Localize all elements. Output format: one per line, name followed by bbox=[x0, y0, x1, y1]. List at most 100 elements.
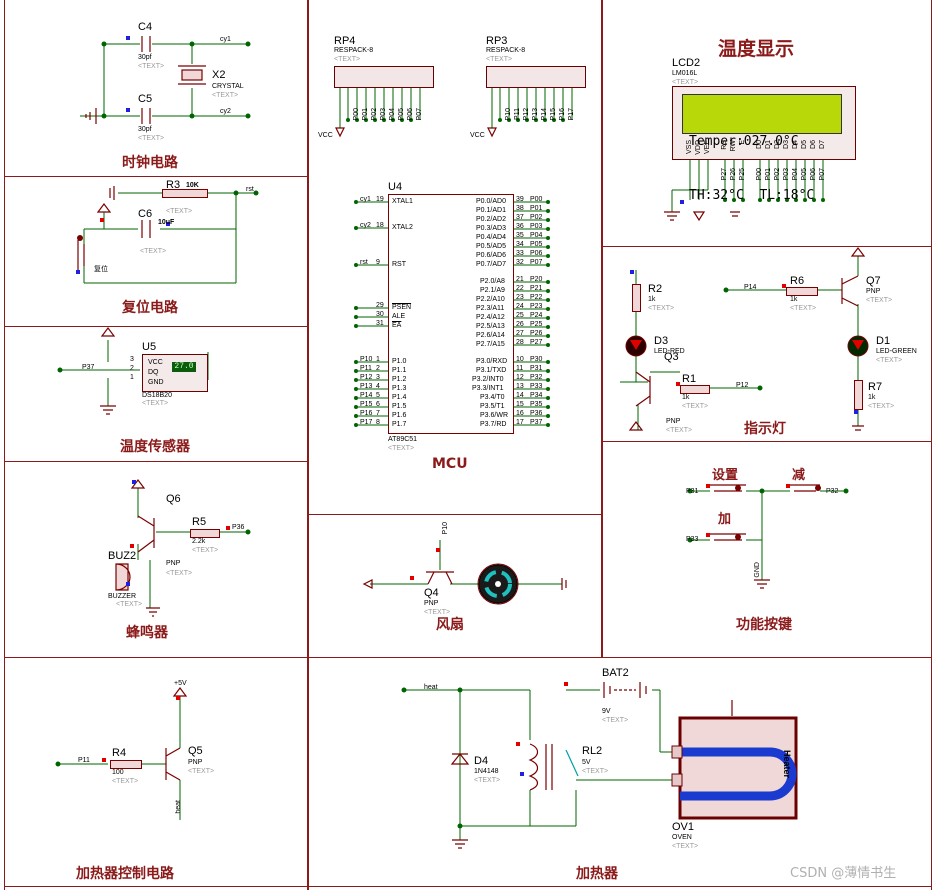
mcu-pin-name: P2.7/A15 bbox=[476, 341, 505, 348]
lcd-pin-net: P01 bbox=[765, 168, 772, 181]
mcu-pin-name: P3.4/T0 bbox=[480, 394, 505, 401]
mcu-pin-net: P27 bbox=[530, 339, 543, 346]
net-p11-heater: P11 bbox=[78, 757, 90, 764]
rp4-net-5: P05 bbox=[398, 108, 405, 121]
csdn-watermark: CSDN @薄情书生 bbox=[790, 866, 897, 881]
q7-type: PNP bbox=[866, 288, 881, 295]
title-heater-control: 加热器控制电路 bbox=[76, 866, 174, 882]
lcd-pin-name: RW bbox=[730, 140, 737, 152]
divider-border-bottom bbox=[4, 886, 932, 887]
lcd-pin-name: D6 bbox=[810, 140, 817, 149]
q6-text: <TEXT> bbox=[166, 570, 193, 577]
net-heat-in: heat bbox=[424, 684, 438, 691]
lcd-text: <TEXT> bbox=[672, 79, 699, 86]
mcu-pin-number: 17 bbox=[516, 419, 524, 426]
mcu-pin-number: 8 bbox=[376, 419, 380, 426]
r1-value: 1k bbox=[682, 394, 690, 401]
rp4-ref: RP4 bbox=[334, 35, 356, 47]
r6-value: 1k bbox=[790, 296, 798, 303]
mcu-pin-net: cy1 bbox=[360, 196, 371, 203]
rp3-vcc: VCC bbox=[470, 132, 485, 139]
mcu-pin-name: P0.3/AD3 bbox=[476, 225, 506, 232]
q5-type: PNP bbox=[188, 759, 203, 766]
u5-text: <TEXT> bbox=[142, 400, 169, 407]
c4-value: 30pf bbox=[138, 54, 152, 61]
x2-ref: X2 bbox=[212, 69, 226, 81]
c6-value: 10uF bbox=[158, 219, 175, 226]
mcu-pin-number: 31 bbox=[376, 320, 384, 327]
ds18b20-body bbox=[142, 354, 208, 392]
oven-heater-label: Heater bbox=[782, 750, 792, 779]
divider-left-vertical bbox=[307, 0, 309, 890]
title-heater: 加热器 bbox=[576, 866, 618, 882]
rp3-net-7: P17 bbox=[568, 108, 575, 121]
mcu-pin-net: P04 bbox=[530, 232, 543, 239]
rp4-body bbox=[334, 66, 434, 88]
lcd-pin-name: VSS bbox=[686, 140, 693, 155]
divider-right-vertical bbox=[601, 0, 603, 657]
net-p14-indicator: P14 bbox=[744, 284, 757, 291]
title-indicator: 指示灯 bbox=[744, 421, 786, 437]
mcu-pin-net: P36 bbox=[530, 410, 543, 417]
mcu-ref: U4 bbox=[388, 181, 403, 193]
mcu-pin-number: 26 bbox=[516, 321, 524, 328]
d3-part: LED-RED bbox=[654, 348, 685, 355]
d1-ref: D1 bbox=[876, 335, 891, 347]
mcu-pin-name: P1.6 bbox=[392, 412, 407, 419]
lcd-pin-name: D3 bbox=[783, 140, 790, 149]
mcu-pin-net: P06 bbox=[530, 250, 543, 257]
mcu-pin-number: 15 bbox=[516, 401, 524, 408]
r4-ref: R4 bbox=[112, 747, 127, 759]
mcu-pin-number: 18 bbox=[376, 222, 384, 229]
mcu-pin-name: P3.0/RXD bbox=[476, 358, 508, 365]
divider-sensor-buzzer bbox=[4, 461, 308, 462]
mcu-pin-number: 24 bbox=[516, 303, 524, 310]
mcu-pin-net: P20 bbox=[530, 276, 543, 283]
lcd-ref: LCD2 bbox=[672, 57, 701, 69]
d4-ref: D4 bbox=[474, 755, 489, 767]
r7-text: <TEXT> bbox=[868, 403, 895, 410]
r2-value: 1k bbox=[648, 296, 656, 303]
lcd-pin-net: P06 bbox=[810, 168, 817, 181]
mcu-pin-net: P17 bbox=[360, 419, 373, 426]
c4-text: <TEXT> bbox=[138, 63, 165, 70]
mcu-pin-number: 14 bbox=[516, 392, 524, 399]
ov1-text: <TEXT> bbox=[672, 843, 699, 850]
mcu-pin-number: 10 bbox=[516, 356, 524, 363]
bat2-value: 9V bbox=[602, 708, 611, 715]
buz2-ref: BUZ2 bbox=[108, 550, 137, 562]
u5-pinnum-2: 2 bbox=[130, 365, 134, 372]
rp3-net-1: P11 bbox=[514, 108, 521, 120]
q3-text: <TEXT> bbox=[666, 427, 693, 434]
net-p36-buzzer: P36 bbox=[232, 524, 245, 531]
rl2-text: <TEXT> bbox=[582, 768, 609, 775]
mcu-pin-net: P16 bbox=[360, 410, 373, 417]
u5-pin-gnd: GND bbox=[148, 379, 164, 386]
mcu-pin-name: P3.5/T1 bbox=[480, 403, 505, 410]
mcu-pin-number: 16 bbox=[516, 410, 524, 417]
c5-ref: C5 bbox=[138, 93, 153, 105]
divider-lcd-indicator bbox=[602, 246, 932, 247]
mcu-pin-name: P3.6/WR bbox=[480, 412, 509, 419]
lcd-pin-net: P25 bbox=[739, 168, 746, 181]
net-p32-key: P32 bbox=[826, 488, 839, 495]
net-p33-key: P33 bbox=[686, 536, 699, 543]
c6-ref: C6 bbox=[138, 208, 153, 220]
u5-pinnum-3: 3 bbox=[130, 356, 134, 363]
mcu-pin-net: P13 bbox=[360, 383, 373, 390]
key-inc-label: 加 bbox=[718, 512, 732, 527]
mcu-pin-name: P0.6/AD6 bbox=[476, 252, 506, 259]
rp3-net-6: P16 bbox=[559, 108, 566, 121]
lcd-line-2: TH:32°C TL:18°C bbox=[689, 188, 815, 203]
mcu-body bbox=[388, 194, 514, 434]
mcu-pin-name: P2.2/A10 bbox=[476, 296, 505, 303]
mcu-pin-name: P3.1/TXD bbox=[476, 367, 507, 374]
mcu-pin-name: XTAL1 bbox=[392, 198, 413, 205]
u5-ref: U5 bbox=[142, 341, 157, 353]
q5-text: <TEXT> bbox=[188, 768, 215, 775]
mcu-pin-number: 2 bbox=[376, 365, 380, 372]
bat2-text: <TEXT> bbox=[602, 717, 629, 724]
mcu-pin-name: P0.0/AD0 bbox=[476, 198, 506, 205]
rp4-net-4: P04 bbox=[389, 108, 396, 121]
